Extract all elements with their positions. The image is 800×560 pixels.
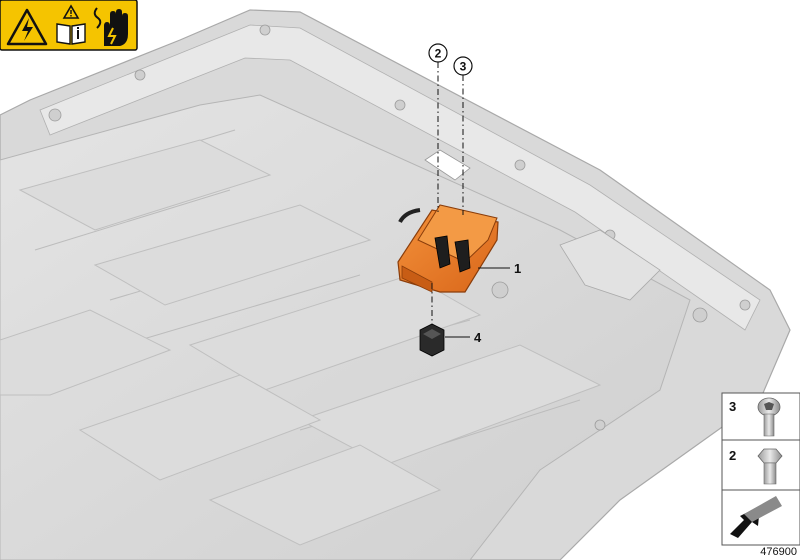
callout-label-4: 4 [474,330,482,345]
connector-sockets [434,235,471,273]
callout-circle-3 [453,56,473,76]
direction-arrow-icon [730,496,782,538]
clip-part-4 [419,323,445,357]
connector-part-1 [397,204,499,293]
high-voltage-warning-icon [6,8,48,46]
housing-bracket [559,229,661,301]
read-manual-icon [56,4,86,45]
housing-flange [39,24,761,331]
callout-circle-2 [428,43,448,63]
callout-1: 1 [514,261,521,276]
legend-box [721,392,800,546]
housing-bosses [48,24,751,431]
callout-3: 3 [453,56,473,76]
housing-panels [0,139,602,546]
leader-lines [431,62,510,338]
legend-number-2: 2 [729,448,736,463]
legend-item-2: 2 [729,448,783,485]
connector-cable [398,208,421,223]
hardware-legend: 3 2 [721,392,800,546]
warning-label [0,0,138,51]
torx-bolt-icon [757,397,781,437]
callout-label-2: 2 [435,47,442,61]
legend-item-3: 3 [729,397,781,437]
callout-4: 4 [474,330,482,345]
hex-bolt-icon [757,448,783,485]
housing-cutout [424,149,471,181]
callout-label-3: 3 [460,60,467,74]
electric-hand-icon [93,7,128,46]
part-number: 476900 [760,546,797,558]
callout-label-1: 1 [514,261,521,276]
legend-number-3: 3 [729,399,736,414]
callout-2: 2 [428,43,448,63]
battery-housing [0,9,791,560]
